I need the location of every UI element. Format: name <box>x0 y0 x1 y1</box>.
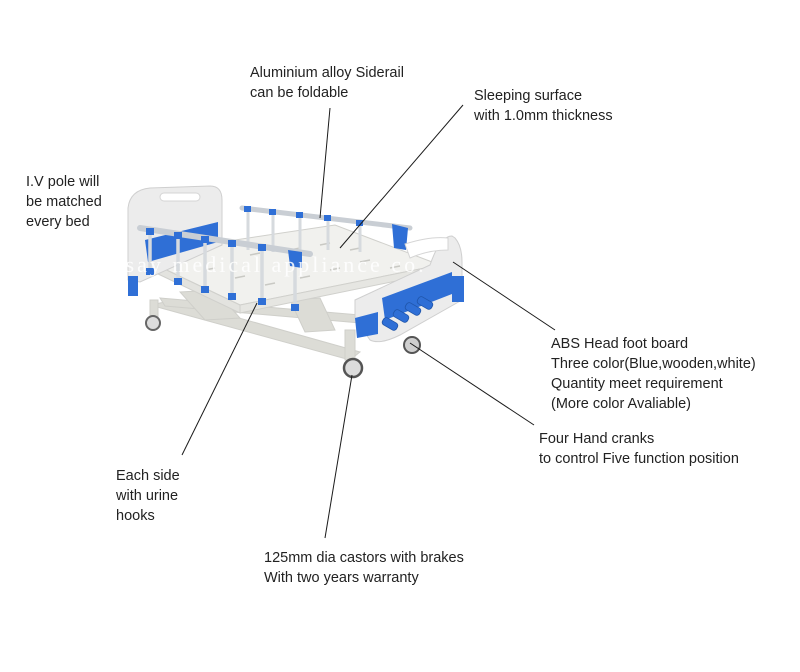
callout-castors-line-2: With two years warranty <box>264 570 419 586</box>
callout-urine-hooks-line-1: Each side <box>116 468 180 484</box>
callout-iv-pole-line-3: every bed <box>26 214 90 230</box>
callout-siderail-line-2: can be foldable <box>250 85 349 101</box>
leader-siderail <box>319 107 331 219</box>
callout-head-foot-board-line-1: ABS Head foot board <box>551 336 689 352</box>
callout-urine-hooks: Each side with urine hooks <box>116 466 180 526</box>
callout-siderail-line-1: Aluminium alloy Siderail <box>250 65 404 81</box>
hand-cranks <box>381 296 434 331</box>
leader-sleeping-surface <box>339 104 464 249</box>
callout-head-foot-board: ABS Head foot board Three color(Blue,woo… <box>551 334 756 414</box>
callout-hand-cranks-line-2: to control Five function position <box>539 451 739 467</box>
back-siderail <box>239 205 413 252</box>
callout-castors: 125mm dia castors with brakes With two y… <box>264 548 464 588</box>
leader-castors <box>324 374 353 539</box>
front-siderail <box>137 225 313 311</box>
callout-head-foot-board-line-4: (More color Avaliable) <box>551 396 691 412</box>
leader-urine-hooks <box>181 302 258 456</box>
callout-head-foot-board-line-2: Three color(Blue,wooden,white) <box>551 356 756 372</box>
leader-lines <box>181 104 556 539</box>
foot-board <box>354 235 464 343</box>
callout-sleeping-surface: Sleeping surface with 1.0mm thickness <box>474 86 613 126</box>
callout-urine-hooks-line-3: hooks <box>116 508 155 524</box>
callout-urine-hooks-line-2: with urine <box>116 488 179 504</box>
callout-castors-line-1: 125mm dia castors with brakes <box>264 550 464 566</box>
callout-iv-pole: I.V pole will be matched every bed <box>26 172 102 232</box>
callout-iv-pole-line-1: I.V pole will <box>26 174 100 190</box>
callout-hand-cranks: Four Hand cranks to control Five functio… <box>539 429 739 469</box>
leader-hand-cranks <box>409 342 535 426</box>
callout-sleeping-surface-line-1: Sleeping surface <box>474 88 583 104</box>
callout-hand-cranks-line-1: Four Hand cranks <box>539 431 655 447</box>
leader-head-foot-board <box>452 261 556 331</box>
callout-iv-pole-line-2: be matched <box>26 194 102 210</box>
callout-siderail: Aluminium alloy Siderail can be foldable <box>250 63 404 103</box>
watermark-text: ossay medical appliance co. <box>100 252 427 277</box>
callout-head-foot-board-line-3: Quantity meet requirement <box>551 376 723 392</box>
callout-sleeping-surface-line-2: with 1.0mm thickness <box>474 108 613 124</box>
